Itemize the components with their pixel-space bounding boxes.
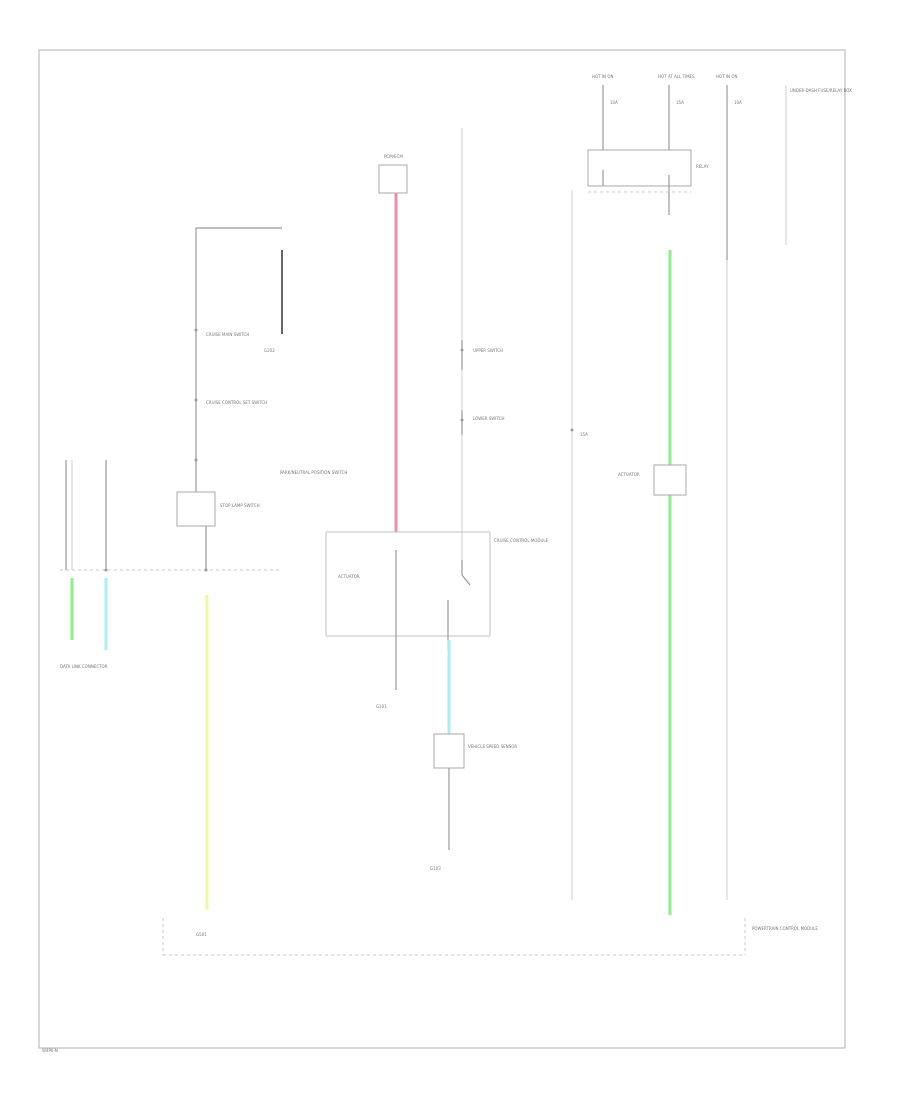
power-label-3: HOT IN ON	[716, 74, 737, 79]
svg-text:15A: 15A	[580, 432, 588, 437]
ground-mid-label: G101	[376, 704, 387, 709]
actuator-box	[653, 464, 687, 496]
data-link-label: DATA LINK CONNECTOR	[60, 664, 108, 669]
svg-text:PCM/ECM: PCM/ECM	[384, 154, 403, 159]
vss-label: VEHICLE SPEED SENSOR	[468, 744, 517, 749]
svg-text:ACTUATOR: ACTUATOR	[338, 574, 360, 579]
stop-lamp-label: STOP LAMP SWITCH	[220, 503, 260, 508]
cruise-main-label: CRUISE MAIN SWITCH	[206, 332, 249, 337]
ground-left-label: G202	[264, 348, 275, 353]
stop-lamp-switch	[176, 491, 216, 527]
power-feeds: HOT IN ON HOT AT ALL TIMES HOT IN ON 10A…	[587, 74, 852, 260]
ground-right-label: G501	[196, 932, 207, 937]
fuse-label-3: 10A	[734, 100, 742, 105]
fuse-label-2: 15A	[676, 100, 684, 105]
corner-code: W4P6·N	[42, 1048, 58, 1053]
fuse-label-1: 10A	[610, 100, 618, 105]
actuator-label: ACTUATOR	[618, 472, 640, 477]
speed-sensor-label: G103	[430, 866, 441, 871]
pnp-switch-label: PARK/NEUTRAL POSITION SWITCH	[280, 470, 347, 475]
upper-switch-label: UPPER SWITCH	[473, 348, 503, 353]
module-box	[325, 531, 491, 637]
connector-dots	[104, 328, 574, 572]
lower-switch-label: LOWER SWITCH	[473, 416, 504, 421]
cruise-set-label: CRUISE CONTROL SET SWITCH	[206, 400, 267, 405]
power-label-2: HOT AT ALL TIMES	[658, 74, 695, 79]
relay-label: RELAY	[696, 164, 709, 169]
vss-box	[433, 733, 465, 769]
fuse-box-top	[378, 164, 408, 194]
relay-box	[587, 149, 692, 187]
module-label: CRUISE CONTROL MODULE	[494, 538, 549, 543]
pcm-label: POWERTRAIN CONTROL MODULE	[752, 926, 818, 931]
power-label-1: HOT IN ON	[592, 74, 613, 79]
under-dash-note: UNDER-DASH FUSE/RELAY BOX	[790, 88, 852, 93]
diagram-frame	[38, 49, 846, 1049]
